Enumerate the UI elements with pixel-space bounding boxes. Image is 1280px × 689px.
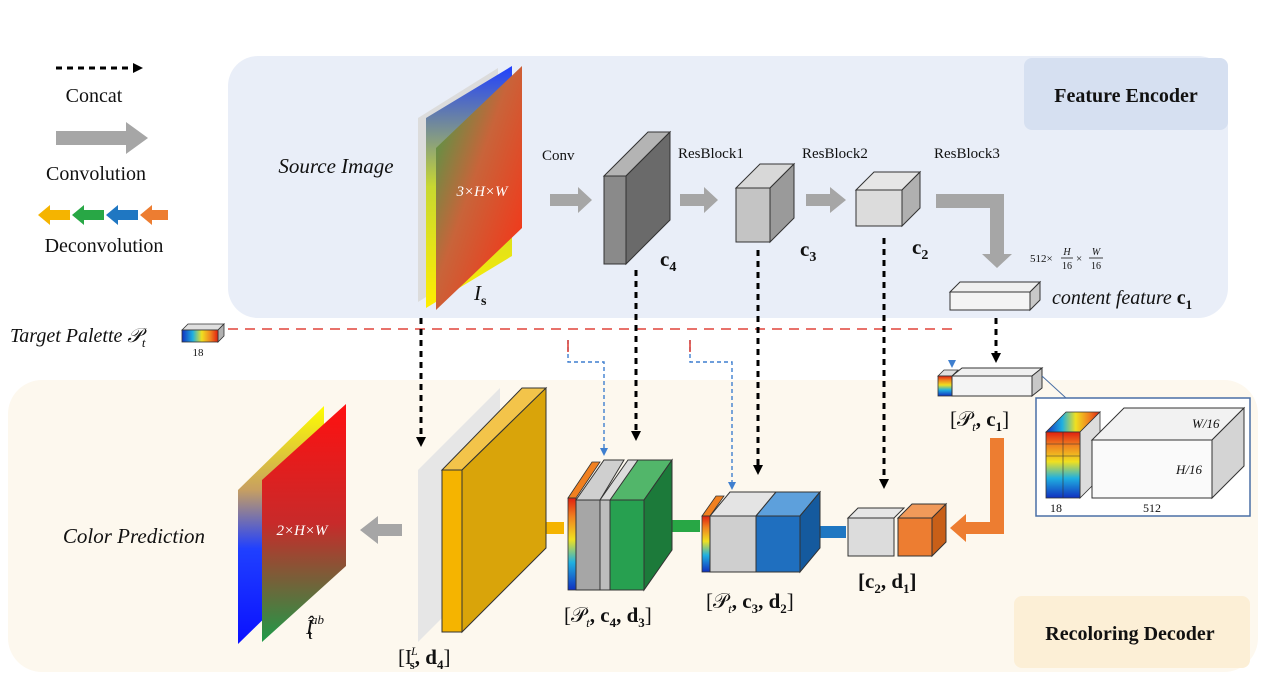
content-dims: 512× <box>1030 253 1053 265</box>
conv-arrow-4 <box>936 194 1012 268</box>
conv-arrow-2 <box>680 187 718 213</box>
legend-deconvolution-label: Deconvolution <box>45 235 164 257</box>
content-dims-w: W <box>1092 247 1102 258</box>
conv-arrow-3 <box>806 187 846 213</box>
feature-label-c2: c2 <box>912 235 928 263</box>
resblock2-label: ResBlock2 <box>802 146 868 162</box>
feature-label-c4: c4 <box>660 247 676 275</box>
c2-d1-label: [c2, d1] <box>858 569 917 596</box>
p-c3-d2-label: [𝒫t, c3, d2] <box>706 589 794 616</box>
content-dims-h: H <box>1062 247 1071 258</box>
content-dims-times: × <box>1076 253 1082 265</box>
inset-channels-palette: 18 <box>1050 501 1062 515</box>
palette-content-block <box>937 366 1044 398</box>
source-image-label: Source Image <box>278 154 393 178</box>
resblock1-label: ResBlock1 <box>678 146 744 162</box>
inset-connector <box>1041 375 1067 399</box>
legend-convolution-arrow <box>56 122 148 154</box>
legend-deconvolution-arrows <box>38 205 168 225</box>
prediction-image <box>262 404 346 642</box>
palette-content-label: [𝒫t, c1] <box>950 407 1009 434</box>
conv-label: Conv <box>542 148 575 164</box>
feature-block-c3 <box>734 162 796 244</box>
encoder-title-box <box>1024 58 1228 130</box>
target-palette-size: 18 <box>193 347 205 359</box>
conv-arrow-prediction <box>360 516 402 544</box>
is-d4-block <box>418 386 548 642</box>
source-image <box>436 66 522 310</box>
conv-arrow-1 <box>550 187 592 213</box>
decoder-title: Recoloring Decoder <box>1045 623 1215 645</box>
deconv-arrow-orange <box>950 438 1004 542</box>
prediction-dims: 2×H×W <box>276 523 329 539</box>
source-image-symbol: Is <box>473 281 487 309</box>
resblock3-label: ResBlock3 <box>934 146 1000 162</box>
p-c4-d3-label: [𝒫t, c4, d3] <box>564 603 652 630</box>
inset-height-label: H/16 <box>1175 462 1203 477</box>
content-dims-w-den: 16 <box>1091 261 1101 272</box>
content-feature-label: content feature c1 <box>1052 287 1192 312</box>
target-palette-label: Target Palette 𝒫t <box>10 325 147 350</box>
c2-d1-block <box>846 502 948 558</box>
source-image-dims: 3×H×W <box>455 184 509 200</box>
p-c3-d2-block <box>701 490 822 574</box>
decoder-title-box <box>1014 596 1250 668</box>
legend-convolution-label: Convolution <box>46 163 146 185</box>
feature-block-c4 <box>602 130 672 266</box>
inset-width-label: W/16 <box>1192 416 1220 431</box>
feature-label-c3: c3 <box>800 237 816 265</box>
target-palette-block <box>181 323 225 343</box>
p-c4-d3-block <box>567 458 673 592</box>
feature-block-c2 <box>854 170 922 228</box>
content-feature-block <box>948 280 1042 312</box>
content-dims-h-den: 16 <box>1062 261 1072 272</box>
inset-content-block <box>1090 406 1246 500</box>
color-prediction-label: Color Prediction <box>63 524 205 548</box>
encoder-title: Feature Encoder <box>1054 85 1198 107</box>
legend-concat-label: Concat <box>66 85 123 107</box>
inset-channels-content: 512 <box>1143 501 1161 515</box>
